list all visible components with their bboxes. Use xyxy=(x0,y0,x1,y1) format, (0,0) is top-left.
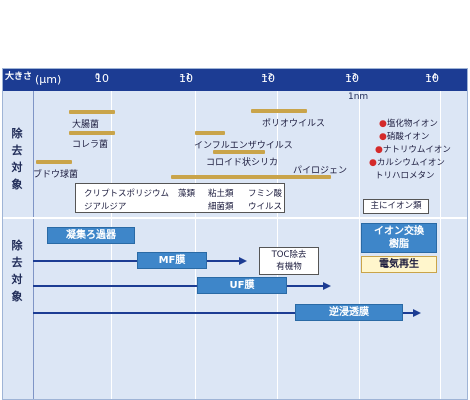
pyrogen-label: パイロジェン xyxy=(293,166,348,176)
grape-label: ブドウ球菌 xyxy=(33,170,79,180)
uf-arrow-icon xyxy=(323,282,331,290)
nm-label: 1nm xyxy=(348,92,368,102)
tick-1e-3: 10−3 xyxy=(345,72,359,85)
ecoli-label: 大腸菌 xyxy=(72,120,100,130)
colloid-label: コロイド状シリカ xyxy=(206,158,279,168)
bullet-icon: ● xyxy=(379,119,387,129)
ro-range-line xyxy=(33,312,413,314)
section-separator xyxy=(3,217,467,219)
side-label-methods: 除去対象 xyxy=(11,239,23,303)
gridline xyxy=(277,91,278,399)
ion-item: ●ナトリウムイオン xyxy=(375,145,451,155)
colloid-bar xyxy=(213,150,265,154)
ion-item: ●塩化物イオン xyxy=(379,119,438,129)
cholera-bar xyxy=(69,131,115,135)
ion-item: ●硝酸イオン xyxy=(379,132,430,142)
target-algae: 藻類 xyxy=(178,189,196,199)
size-label: 大きさ xyxy=(5,72,33,82)
edi-label: 電気再生 xyxy=(361,256,437,273)
gridline xyxy=(195,91,196,399)
grape-bar xyxy=(36,160,72,164)
tick-1e-4: 10−4 xyxy=(425,72,439,85)
column-separator xyxy=(33,91,34,399)
bullet-icon: ● xyxy=(375,145,383,155)
tick-1e-1: 10−1 xyxy=(179,72,193,85)
polio-label: ポリオウイルス xyxy=(262,119,326,129)
target-virus: ウイルス xyxy=(248,202,283,212)
size-chart-panel: 大きさ (μm) 100 10−1 10−2 10−3 10−4 1nm 除去対… xyxy=(2,68,468,400)
ecoli-bar xyxy=(69,110,115,114)
mf-membrane-label: MF膜 xyxy=(137,252,207,269)
tick-1e-2: 10−2 xyxy=(261,72,275,85)
ion-exchange-label: イオン交換樹脂 xyxy=(361,223,437,253)
ion-item: ●カルシウムイオン xyxy=(369,158,445,168)
pyrogen-bar xyxy=(171,175,331,179)
target-giardia: ジアルジア xyxy=(84,202,127,212)
side-label-targets: 除去対象 xyxy=(11,127,23,191)
gridline xyxy=(111,91,112,399)
target-cryptosporidium: クリプトスポリジウム xyxy=(84,189,170,199)
bullet-icon: ● xyxy=(369,158,377,168)
target-humic-acid: フミン酸 xyxy=(248,189,283,199)
ro-arrow-icon xyxy=(413,309,421,317)
uf-membrane-label: UF膜 xyxy=(197,277,287,294)
gridline xyxy=(440,91,441,399)
mf-arrow-icon xyxy=(239,257,247,265)
target-clay: 粘土類 xyxy=(208,189,234,199)
ion-item: トリハロメタン xyxy=(375,171,435,181)
uf-range-line xyxy=(33,285,325,287)
ro-membrane-label: 逆浸透膜 xyxy=(295,304,403,321)
target-bacteria: 細菌類 xyxy=(208,202,234,212)
unit-label: (μm) xyxy=(35,73,62,86)
influenza-bar xyxy=(195,131,225,135)
coagulation-filter-label: 凝集ろ過器 xyxy=(47,227,135,244)
toc-removal-box: TOC除去有機物 xyxy=(259,247,319,275)
ion-group-box: 主にイオン類 xyxy=(363,199,429,214)
polio-bar xyxy=(251,109,307,113)
influenza-label: インフルエンザウイルス xyxy=(194,141,293,151)
gridline xyxy=(359,91,360,399)
target-group-box: クリプトスポリジウム 藻類 粘土類 フミン酸 ジアルジア 細菌類 ウイルス xyxy=(75,183,285,213)
bullet-icon: ● xyxy=(379,132,387,142)
cholera-label: コレラ菌 xyxy=(72,140,109,150)
